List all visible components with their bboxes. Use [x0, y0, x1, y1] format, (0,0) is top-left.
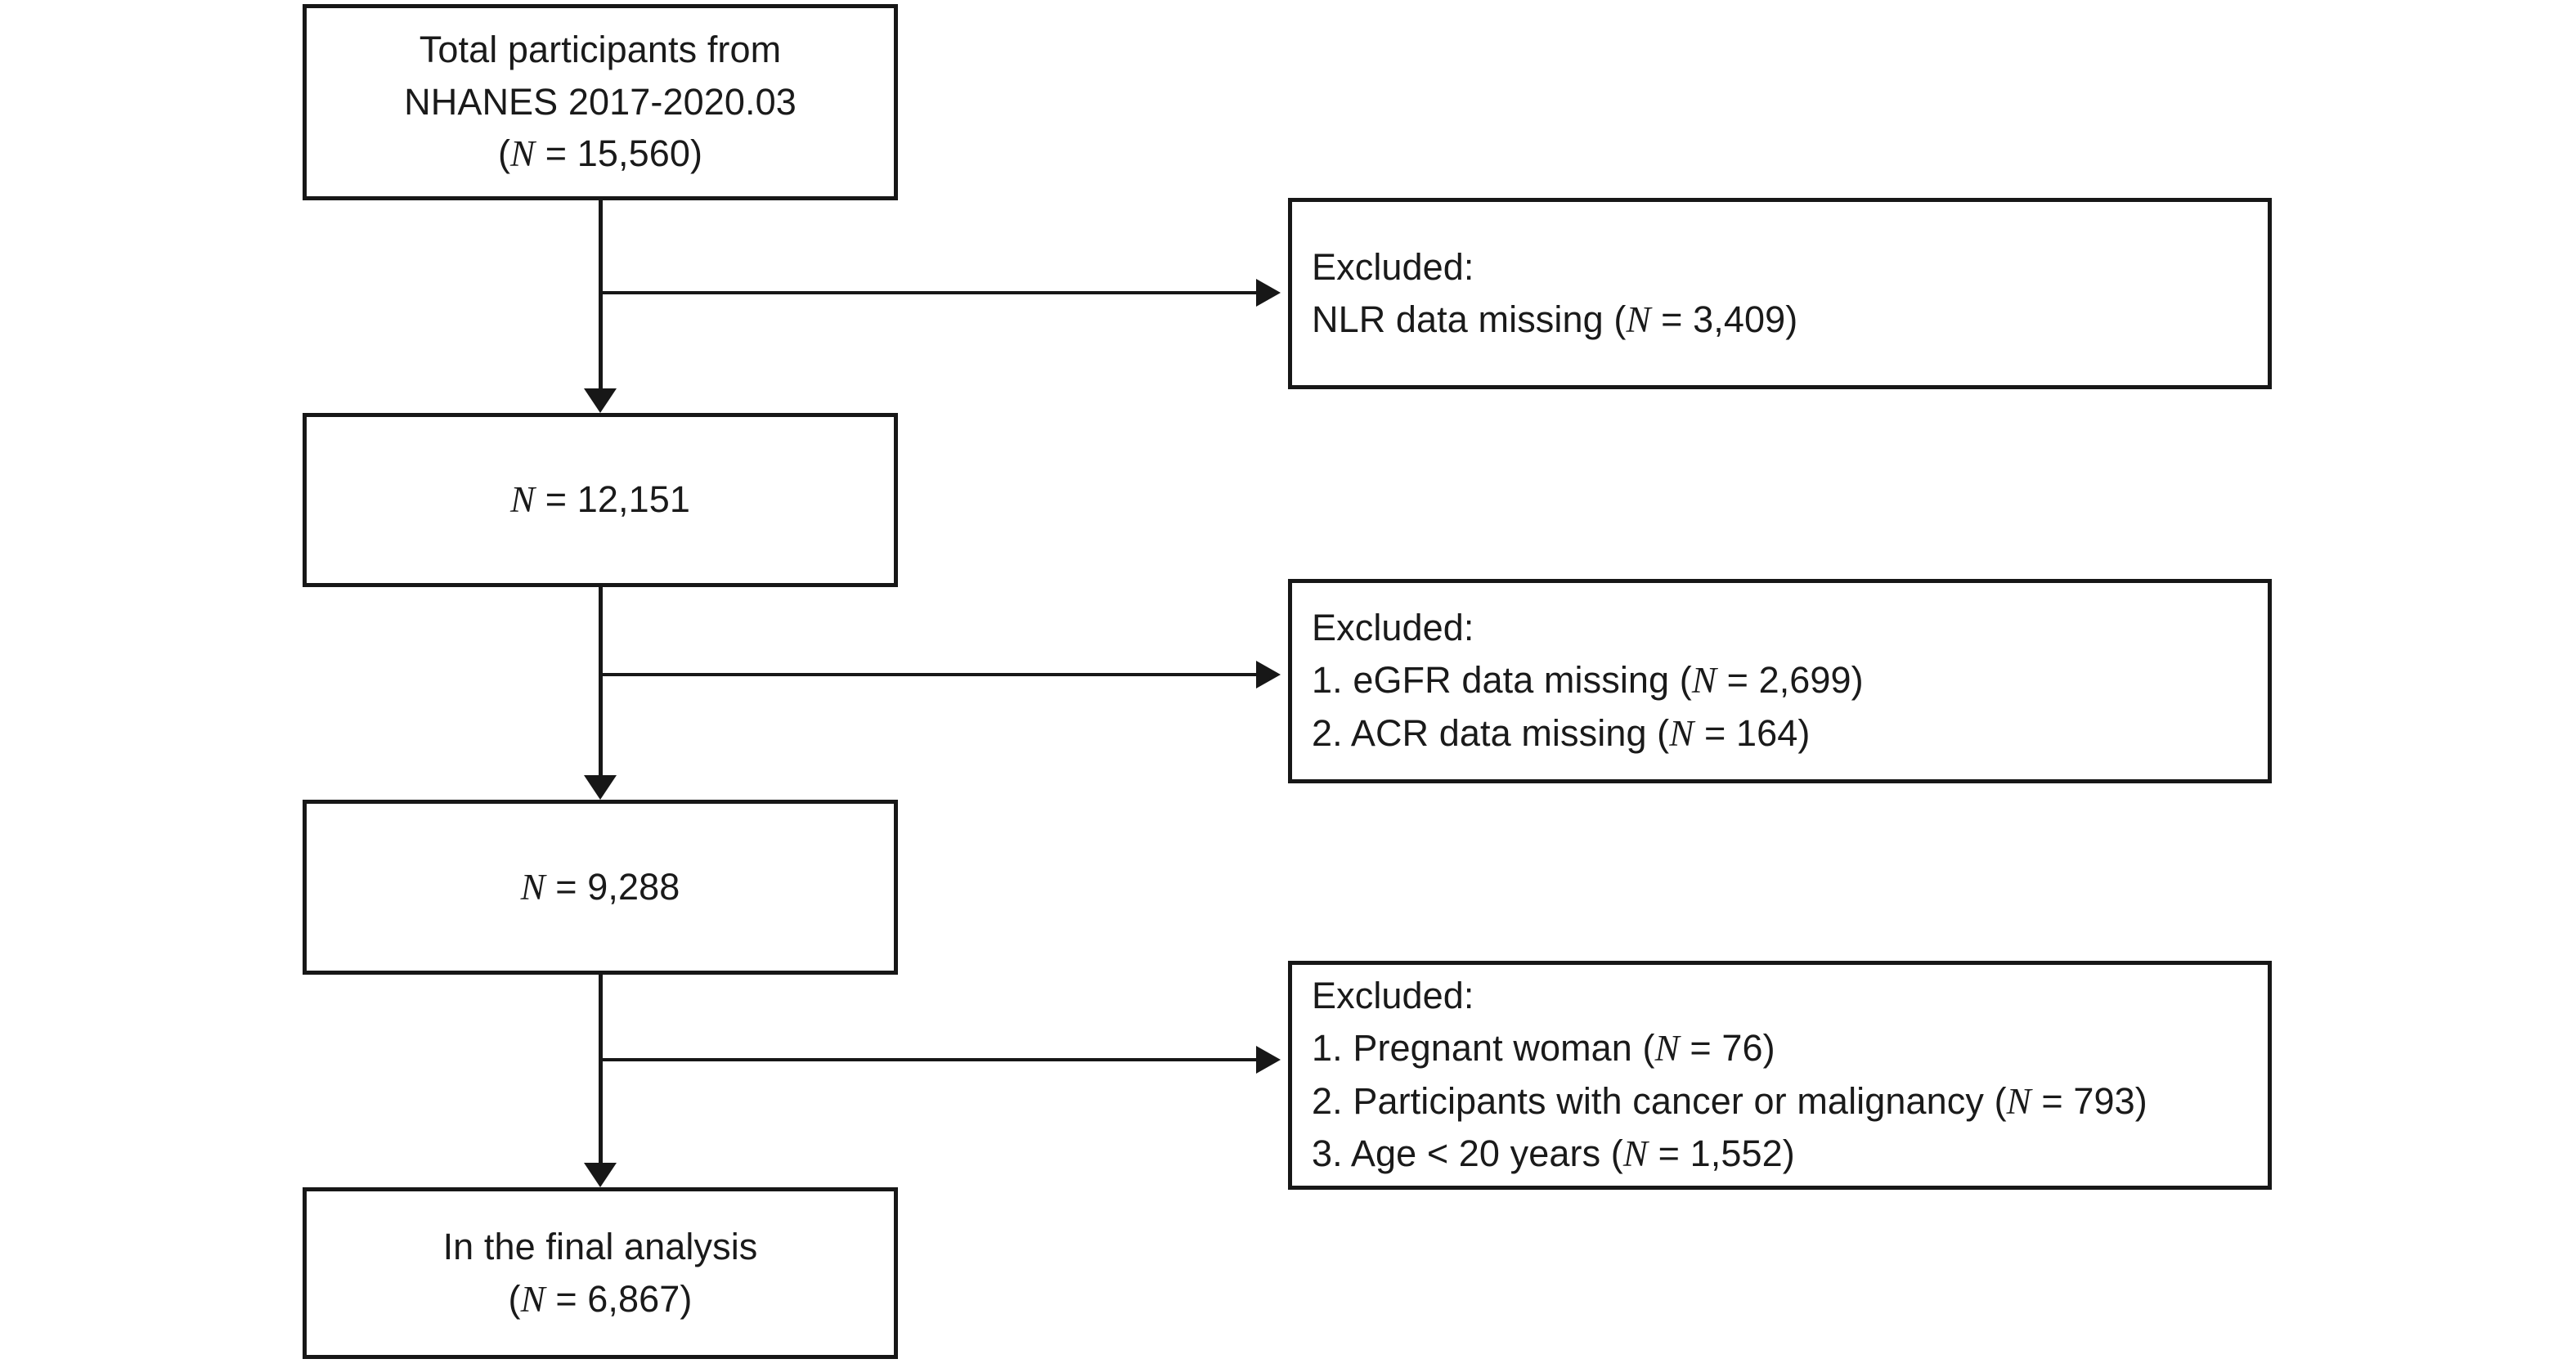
- node-total-line-3: (N = 15,560): [498, 128, 702, 181]
- n-symbol: N: [520, 866, 545, 908]
- exclusion-3-item-1-count: = 76): [1679, 1026, 1775, 1069]
- n-symbol: N: [510, 479, 536, 521]
- exclusion-2-item-2-count: = 164): [1694, 711, 1811, 754]
- exclusion-3-item-2-text: 2. Participants with cancer or malignanc…: [1312, 1079, 2007, 1122]
- arrow-right-1: [1256, 279, 1281, 307]
- n-symbol: N: [2006, 1080, 2031, 1122]
- node-step-2-count: = 9,288: [545, 865, 680, 908]
- exclusion-3-item-3-count: = 1,552): [1648, 1133, 1795, 1175]
- exclusion-3-item-3-text: 3. Age < 20 years (: [1312, 1133, 1623, 1175]
- exclusion-3-item-2-count: = 793): [2031, 1079, 2147, 1122]
- n-symbol: N: [1654, 1027, 1680, 1069]
- connector-horizontal-1: [602, 291, 1256, 294]
- n-symbol: N: [1626, 298, 1651, 340]
- exclusion-3-item-1: 1. Pregnant woman (N = 76): [1292, 1022, 1775, 1075]
- exclusion-1-item-1: NLR data missing (N = 3,409): [1292, 294, 1797, 347]
- connector-vertical-2: [599, 587, 603, 777]
- exclusion-3-item-1-text: 1. Pregnant woman (: [1312, 1026, 1655, 1069]
- connector-vertical-3: [599, 975, 603, 1164]
- node-final-line-1: In the final analysis: [442, 1225, 758, 1267]
- exclusion-box-1: Excluded: NLR data missing (N = 3,409): [1288, 198, 2272, 389]
- exclusion-1-heading: Excluded:: [1312, 245, 1474, 288]
- exclusion-2-item-2: 2. ACR data missing (N = 164): [1292, 707, 1810, 760]
- exclusion-2-item-1-count: = 2,699): [1716, 659, 1864, 702]
- node-final-count: = 6,867): [545, 1277, 693, 1320]
- node-total-line-2: NHANES 2017-2020.03: [404, 80, 797, 123]
- exclusion-2-heading: Excluded:: [1312, 607, 1474, 649]
- node-step-1-value: N = 12,151: [510, 473, 690, 527]
- n-value: = 15,560): [535, 132, 703, 175]
- paren-open: (: [508, 1277, 521, 1320]
- exclusion-2-item-2-text: 2. ACR data missing (: [1312, 711, 1670, 754]
- node-total-line-1: Total participants from: [419, 28, 782, 70]
- n-symbol: N: [1669, 712, 1694, 754]
- exclusion-3-item-2: 2. Participants with cancer or malignanc…: [1292, 1075, 2147, 1128]
- connector-vertical-1: [599, 200, 603, 390]
- connector-horizontal-3: [602, 1058, 1256, 1061]
- exclusion-1-item-1-text: NLR data missing (: [1312, 298, 1627, 340]
- exclusion-box-3: Excluded: 1. Pregnant woman (N = 76) 2. …: [1288, 961, 2272, 1190]
- exclusion-2-item-1: 1. eGFR data missing (N = 2,699): [1292, 654, 1864, 707]
- paren-open: (: [497, 132, 511, 175]
- node-step-2-value: N = 9,288: [521, 861, 680, 914]
- n-symbol: N: [510, 133, 536, 175]
- exclusion-3-item-3: 3. Age < 20 years (N = 1,552): [1292, 1128, 1795, 1181]
- arrow-right-2: [1256, 661, 1281, 688]
- n-symbol: N: [1622, 1133, 1649, 1175]
- exclusion-2-item-1-text: 1. eGFR data missing (: [1312, 659, 1692, 702]
- node-step-1-count: = 12,151: [535, 478, 690, 521]
- arrow-down-1: [584, 388, 617, 413]
- n-symbol: N: [520, 1278, 545, 1320]
- arrow-down-3: [584, 1163, 617, 1187]
- exclusion-3-heading: Excluded:: [1312, 974, 1474, 1016]
- node-total-participants: Total participants from NHANES 2017-2020…: [303, 4, 898, 200]
- node-step-1: N = 12,151: [303, 413, 898, 587]
- arrow-right-3: [1256, 1046, 1281, 1074]
- arrow-down-2: [584, 775, 617, 800]
- node-final-analysis: In the final analysis (N = 6,867): [303, 1187, 898, 1359]
- n-symbol: N: [1691, 660, 1717, 702]
- connector-horizontal-2: [602, 673, 1256, 676]
- node-step-2: N = 9,288: [303, 800, 898, 975]
- node-final-line-2: (N = 6,867): [509, 1273, 693, 1326]
- exclusion-1-item-1-count: = 3,409): [1650, 298, 1798, 340]
- exclusion-box-2: Excluded: 1. eGFR data missing (N = 2,69…: [1288, 579, 2272, 783]
